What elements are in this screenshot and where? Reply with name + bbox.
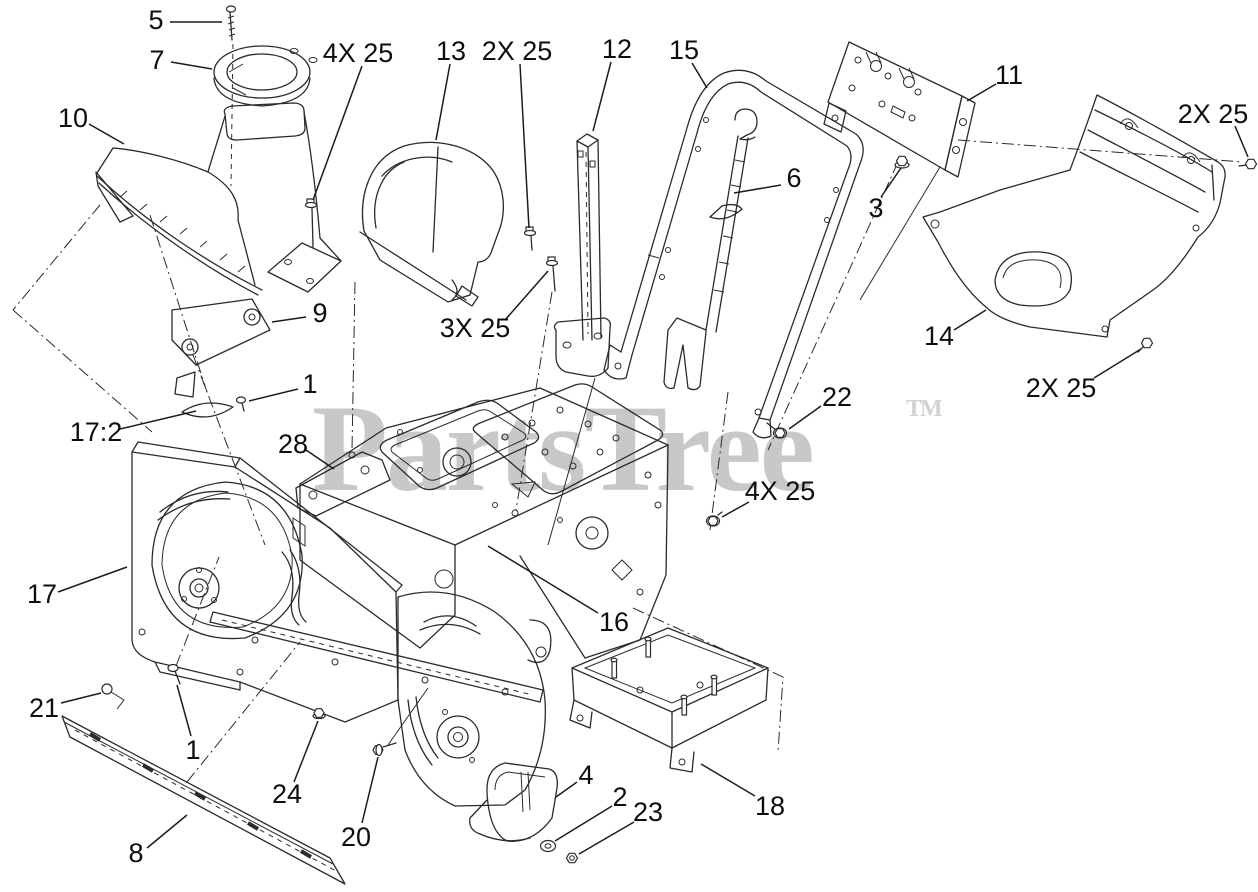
chute-part-10 [95,102,342,296]
callout-20: 20 [341,822,371,852]
callout-14: 14 [924,321,954,351]
callout-22: 22 [822,382,852,412]
side-frame-part-17 [131,441,546,807]
callout-9: 9 [312,298,327,328]
callout-11: 11 [995,60,1023,90]
callout-5: 5 [148,5,163,35]
callout-6: 6 [786,163,801,193]
nut-part-23 [565,852,579,864]
callout-8: 8 [128,838,143,868]
nut-part-24 [312,708,326,720]
callout-1-upper: 1 [302,369,317,399]
engine-mount-part-18 [569,627,769,773]
callout-4: 4 [578,760,593,790]
callout-28: 28 [278,429,308,459]
callout-13: 13 [436,36,466,66]
callout-2x25-b: 2X 25 [1178,99,1249,129]
bolt-4x25-top-left [304,198,318,248]
callout-18: 18 [755,791,785,821]
callout-10: 10 [58,103,88,133]
bolt-part-22 [766,422,788,439]
blade-slots [88,732,313,859]
callout-4x25-b: 4X 25 [745,476,816,506]
callout-17-2: 17:2 [70,417,123,447]
chute-bracket-part-9 [171,298,271,398]
callout-2: 2 [612,782,627,812]
watermark-tm: TM [906,396,942,422]
deflector-part-4 [469,762,558,842]
callout-1-lower: 1 [185,735,200,765]
callout-12: 12 [602,34,632,64]
callout-15: 15 [669,35,699,65]
callout-24: 24 [272,779,302,809]
nut-part-3 [894,155,910,169]
callout-3: 3 [868,193,883,223]
console-panel-part-14 [922,94,1226,338]
screw-part-5 [225,5,237,41]
watermark-text: PartsTree [312,380,813,517]
frame-part-16 [292,383,669,664]
mount-studs [610,636,718,716]
callout-23: 23 [633,797,663,827]
callout-17: 17 [27,579,57,609]
bolt-4x25-mid [705,511,723,527]
callout-4x25-a: 4X 25 [323,38,394,68]
bolt-part-1-upper [235,396,247,412]
bolt-part-1-lower [167,663,181,685]
mount-plate-part-11 [823,41,976,178]
callout-7: 7 [149,45,164,75]
support-tube-part-12 [553,133,612,377]
belt-cover-part-13 [359,141,505,307]
chute-serration [119,190,246,273]
chute-ring-part-7 [213,45,318,107]
fasteners [101,155,1258,864]
washer-part-2 [539,839,557,853]
speed-lever-part-6 [663,108,758,391]
bolt-3x25 [545,256,559,292]
blade-insert-part-17-2 [181,402,234,418]
callout-2x25-c: 2X 25 [1026,373,1097,403]
handle-loop-part-15 [603,69,864,439]
leader-lines [57,21,1249,855]
callout-2x25-a: 2X 25 [482,36,553,66]
bolt-part-20 [372,742,397,757]
callout-labels: 5 7 10 4X 25 13 2X 25 12 15 11 2X 25 6 3… [27,5,1248,868]
callout-3x25: 3X 25 [440,313,511,343]
callout-16: 16 [599,607,629,637]
bolt-2x25-top-center [523,226,537,251]
scraper-blade-part-8 [61,715,346,885]
pin-part-21 [101,683,125,710]
callout-21: 21 [29,693,59,723]
bolt-2x25-right-top [1238,158,1258,170]
